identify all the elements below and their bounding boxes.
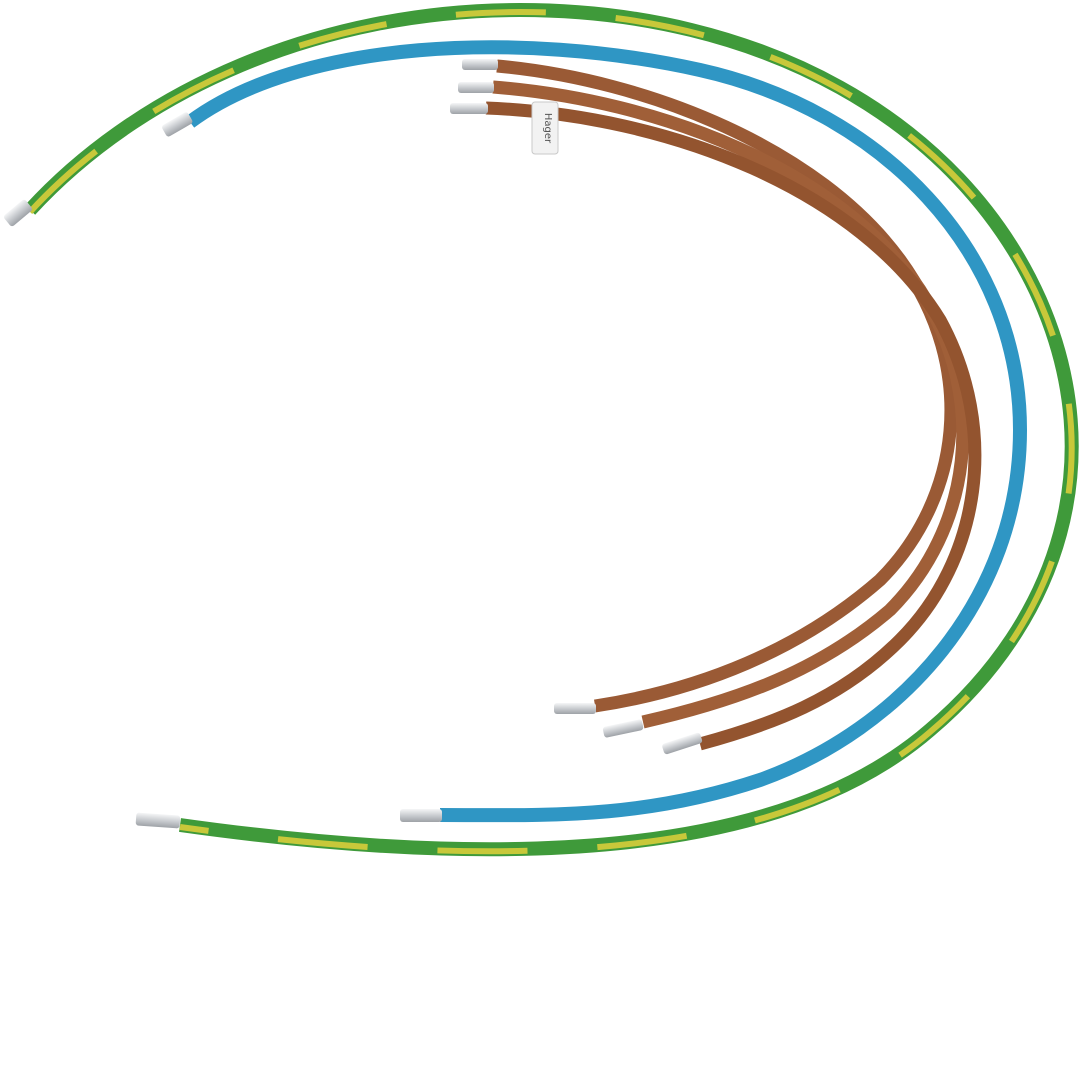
cable-marker-label: Hager (531, 101, 559, 155)
ferrule-icon (458, 82, 494, 93)
cable-marker-text: Hager (542, 113, 553, 144)
earth-wire (4, 2, 1079, 857)
ferrule-icon (135, 812, 181, 829)
ferrule-icon (4, 199, 32, 227)
neutral-wire (162, 40, 1028, 823)
phase-wire (458, 80, 970, 738)
ferrule-icon (450, 103, 488, 114)
phase-wire (450, 101, 982, 755)
ferrule-icon (162, 112, 193, 137)
ferrule-icon (602, 719, 644, 738)
ferrule-icon (400, 809, 442, 822)
ferrule-icon (554, 703, 596, 714)
phase-wire (462, 59, 958, 714)
ferrule-icon (662, 732, 703, 755)
ferrule-icon (462, 59, 498, 70)
